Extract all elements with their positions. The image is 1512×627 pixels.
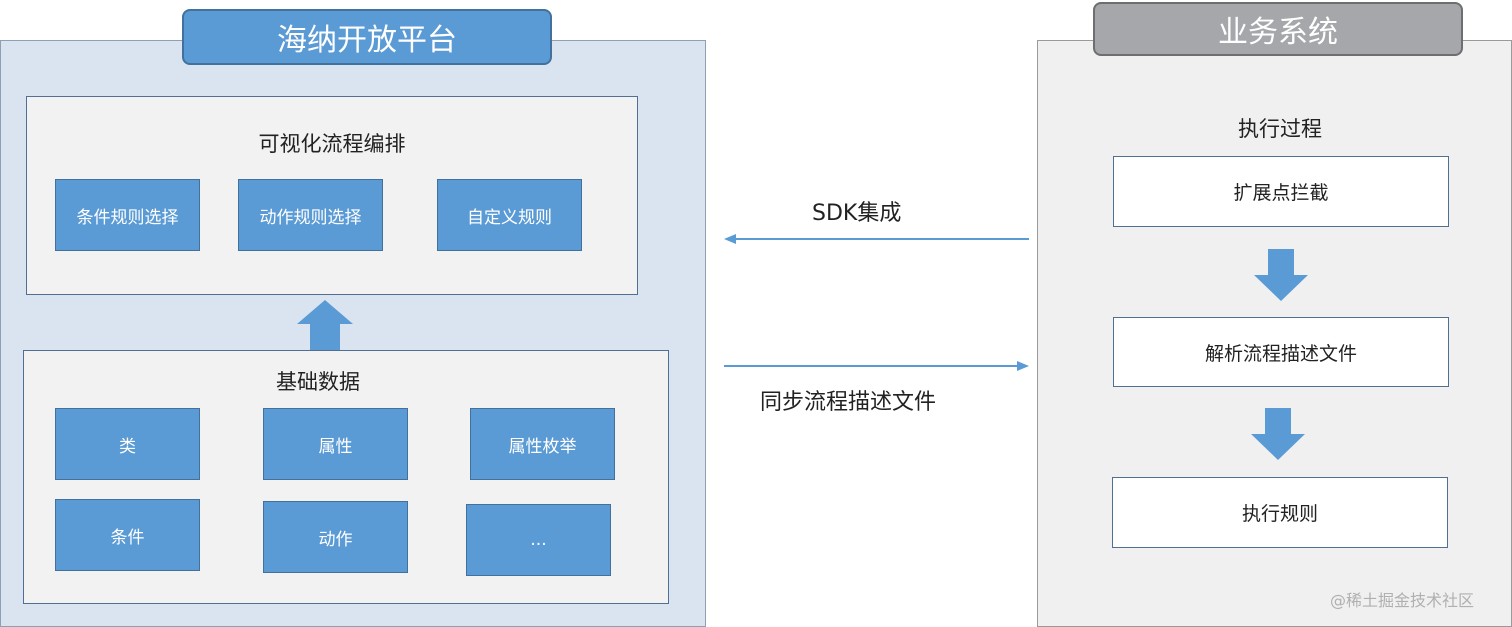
left-arrow-icon: [724, 234, 1029, 244]
parse-flow-file-box: 解析流程描述文件: [1113, 317, 1449, 387]
attribute-enum-box: 属性枚举: [470, 408, 615, 480]
right-arrow-icon: [724, 361, 1029, 371]
down-arrow-icon: [1251, 408, 1305, 460]
base-data-title: 基础数据: [276, 370, 360, 394]
sdk-integration-label: SDK集成: [812, 201, 902, 226]
condition-box: 条件: [55, 499, 200, 571]
condition-rule-select-box: 条件规则选择: [55, 179, 200, 251]
class-box: 类: [55, 408, 200, 480]
flow-orchestration-title: 可视化流程编排: [258, 132, 406, 156]
action-box: 动作: [263, 501, 408, 573]
up-arrow-icon: [297, 300, 353, 352]
down-arrow-icon: [1254, 249, 1308, 301]
sync-flow-file-label: 同步流程描述文件: [760, 390, 937, 415]
business-title: 业务系统: [1093, 2, 1463, 56]
action-rule-select-box: 动作规则选择: [238, 179, 383, 251]
execution-process-title: 执行过程: [1238, 117, 1322, 141]
platform-title: 海纳开放平台: [182, 9, 552, 65]
attribute-box: 属性: [263, 408, 408, 480]
custom-rule-box: 自定义规则: [437, 179, 582, 251]
execute-rule-box: 执行规则: [1112, 477, 1448, 548]
watermark: @稀土掘金技术社区: [1330, 591, 1475, 610]
more-box: ...: [466, 504, 611, 576]
extension-intercept-box: 扩展点拦截: [1113, 156, 1449, 227]
